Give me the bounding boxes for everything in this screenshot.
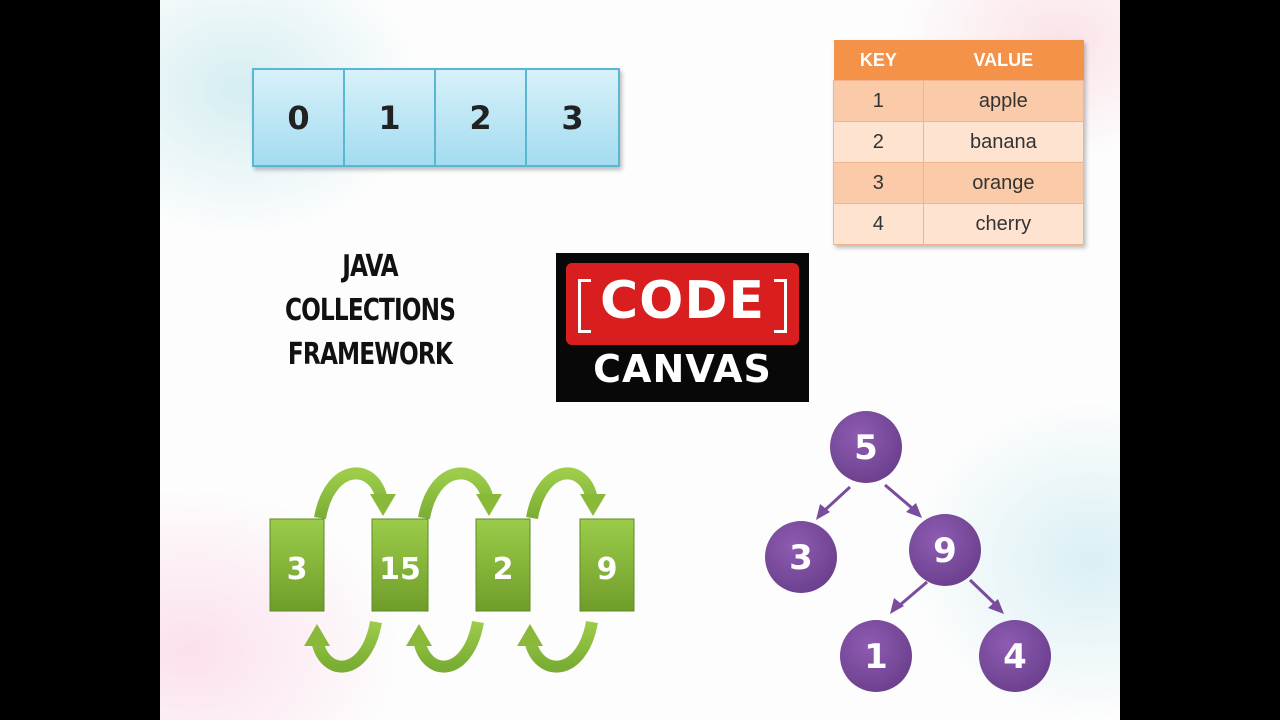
key-cell: 4 — [833, 203, 924, 245]
list-node: 3 — [269, 518, 325, 612]
prev-pointer-arrow — [524, 620, 598, 673]
title-line: COLLECTIONS — [284, 293, 456, 328]
slide-title: JAVA COLLECTIONS FRAMEWORK — [275, 245, 464, 377]
key-cell: 1 — [833, 80, 924, 122]
binary-tree-diagram: 5 3 9 1 4 — [765, 411, 1051, 692]
logo-bracket-right — [774, 279, 787, 333]
slide: 0 1 2 3 KEY VALUE 1 apple 2 banana 3 ora… — [160, 0, 1120, 720]
tree-node-value: 5 — [854, 428, 878, 468]
value-cell: orange — [922, 162, 1085, 204]
key-header: KEY — [833, 40, 924, 81]
tree-edge — [968, 578, 996, 605]
tree-node-value: 4 — [1003, 637, 1027, 677]
key-value-table: KEY VALUE 1 apple 2 banana 3 orange 4 ch… — [833, 40, 1085, 245]
array-cell: 1 — [345, 70, 436, 165]
tree-edge — [884, 483, 913, 510]
logo-code-text: CODE — [599, 271, 766, 331]
list-node-value: 9 — [597, 552, 618, 587]
prev-pointer-arrowhead — [406, 624, 432, 646]
title-line: FRAMEWORK — [287, 337, 453, 372]
tree-node-left: 3 — [765, 521, 837, 593]
tree-edge-arrowhead — [890, 598, 904, 614]
logo-canvas-text: CANVAS — [593, 347, 772, 391]
title-line: JAVA — [342, 249, 398, 284]
prev-pointer-arrow — [413, 620, 484, 673]
prev-pointer-arrow — [311, 620, 382, 673]
tree-node-value: 3 — [789, 538, 813, 578]
table-row: 4 cherry — [833, 203, 1085, 245]
tree-node-right: 9 — [909, 514, 981, 586]
tree-node-value: 1 — [864, 637, 888, 677]
next-pointer-arrow — [526, 467, 598, 520]
list-node-value: 15 — [379, 552, 421, 587]
list-node: 15 — [371, 518, 429, 612]
array-cell: 3 — [561, 98, 584, 137]
tree-node-right-right: 4 — [979, 620, 1051, 692]
list-node-value: 3 — [287, 552, 308, 587]
value-cell: cherry — [922, 203, 1085, 245]
array-diagram: 0 1 2 3 — [252, 68, 620, 167]
tree-edge — [899, 580, 928, 607]
list-node-value: 2 — [493, 552, 514, 587]
value-cell: apple — [922, 80, 1085, 122]
next-pointer-arrowhead — [370, 494, 396, 516]
tree-node-value: 9 — [933, 531, 957, 571]
logo-bracket-left — [578, 279, 591, 333]
next-pointer-arrow — [314, 467, 388, 520]
tree-edge — [823, 485, 852, 512]
value-header: VALUE — [923, 40, 1084, 81]
list-node: 2 — [475, 518, 531, 612]
logo-red-banner: CODE — [566, 263, 799, 345]
table-header-row: KEY VALUE — [833, 40, 1084, 81]
tree-edge-arrowhead — [906, 503, 922, 518]
next-pointer-arrowhead — [476, 494, 502, 516]
key-cell: 2 — [833, 121, 924, 163]
prev-pointer-arrowhead — [517, 624, 543, 646]
table-row: 1 apple — [833, 80, 1085, 122]
tree-node-right-left: 1 — [840, 620, 912, 692]
array-cell: 0 — [254, 70, 345, 165]
table-row: 2 banana — [833, 121, 1085, 163]
next-pointer-arrow — [418, 467, 494, 520]
tree-edge-arrowhead — [988, 599, 1004, 614]
tree-edge-arrowhead — [816, 504, 830, 520]
key-cell: 3 — [833, 162, 924, 204]
prev-pointer-arrowhead — [304, 624, 330, 646]
code-canvas-logo: CODE CANVAS — [556, 253, 809, 402]
tree-node-root: 5 — [830, 411, 902, 483]
table-row: 3 orange — [833, 162, 1085, 204]
array-cell: 2 — [436, 70, 527, 165]
next-pointer-arrowhead — [580, 494, 606, 516]
linked-list-diagram: 3 15 2 9 — [269, 467, 635, 673]
list-node: 9 — [579, 518, 635, 612]
value-cell: banana — [922, 121, 1085, 163]
